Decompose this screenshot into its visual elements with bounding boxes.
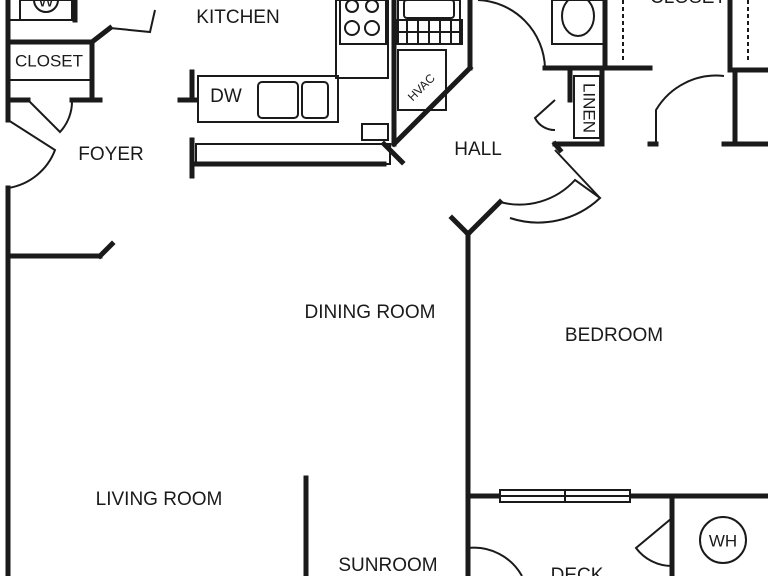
tile-grid: [395, 19, 463, 45]
label-hall: HALL: [454, 139, 502, 160]
label-living-room: LIVING ROOM: [96, 489, 223, 510]
label-dishwasher: DW: [210, 86, 242, 107]
room-labels: KITCHEN CLOSET FOYER HALL DINING ROOM BE…: [15, 0, 726, 576]
label-linen: LINEN: [580, 83, 599, 133]
water-heater-symbol: [699, 516, 747, 564]
bedroom-window: [499, 489, 631, 503]
label-deck: DECK: [551, 565, 604, 576]
doors: [7, 0, 725, 576]
label-dining-room: DINING ROOM: [305, 302, 436, 323]
kitchen-fixtures: [195, 0, 463, 165]
label-closet: CLOSET: [15, 51, 83, 70]
fixture-labels: W DW HVAC LINEN WH: [38, 0, 737, 550]
label-foyer: FOYER: [78, 144, 143, 165]
label-kitchen: KITCHEN: [196, 7, 279, 28]
label-washer: W: [38, 0, 54, 10]
label-water-heater: WH: [709, 531, 737, 550]
label-bedroom-closet: CLOSET: [650, 0, 726, 8]
washer-symbol: [19, 0, 73, 21]
walls: [5, 0, 768, 576]
label-hvac: HVAC: [405, 71, 438, 104]
label-sunroom: SUNROOM: [338, 555, 437, 576]
bath-fixtures: [551, 0, 605, 139]
label-bedroom: BEDROOM: [565, 325, 663, 346]
